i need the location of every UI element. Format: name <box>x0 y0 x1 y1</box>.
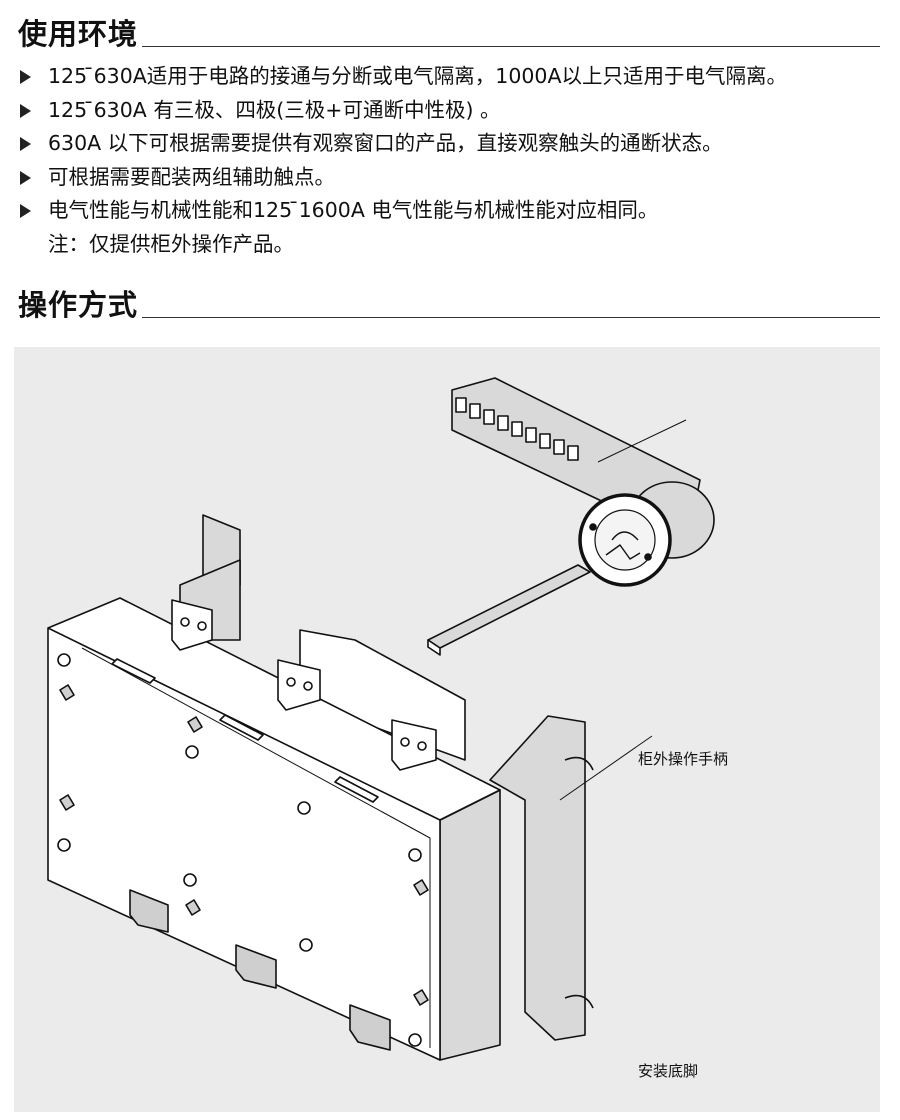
mounting-foot <box>489 715 586 1041</box>
triangle-bullet-icon <box>20 170 31 185</box>
front-holes <box>183 745 313 952</box>
corner-holes <box>57 653 422 1047</box>
triangle-bullet-icon <box>20 70 31 84</box>
bullet-item: 630A 以下可根据需要提供有观察窗口的产品，直接观察触头的通断状态。 <box>18 127 888 161</box>
triangle-bullet-icon <box>20 204 31 218</box>
base-leader-line <box>559 735 653 801</box>
base-callout-label: 安装底脚 <box>638 1062 699 1080</box>
screw-heads <box>59 684 429 1006</box>
bullet-item: 125 ̄630A 有三极、四极(三极+可通断中性极) 。 <box>18 94 888 128</box>
handle-grip-ribs <box>455 397 579 461</box>
bullet-text: 电气性能与机械性能和125 ̄1600A 电气性能与机械性能对应相同。 <box>48 198 659 222</box>
triangle-bullet-icon <box>20 137 31 151</box>
environment-bullet-list: 125 ̄630A适用于电路的接通与分断或电气隔离，1000A以上只适用于电气隔… <box>18 60 888 261</box>
section-divider <box>142 46 880 47</box>
switch-body-side <box>439 789 501 1061</box>
bullet-text: 630A 以下可根据需要提供有观察窗口的产品，直接观察触头的通断状态。 <box>48 131 723 155</box>
top-terminals <box>171 599 437 771</box>
section-divider <box>142 317 880 318</box>
handle-leader-line <box>597 419 687 463</box>
bullet-text: 125 ̄630A适用于电路的接通与分断或电气隔离，1000A以上只适用于电气隔… <box>48 64 787 88</box>
switch-assembly-illustration <box>47 377 715 1061</box>
bullet-text: 可根据需要配装两组辅助触点。 <box>48 164 335 189</box>
front-slots <box>111 658 379 803</box>
bullet-item: 125 ̄630A适用于电路的接通与分断或电气隔离，1000A以上只适用于电气隔… <box>18 60 888 94</box>
environment-note: 注：仅提供柜外操作产品。 <box>48 231 294 256</box>
triangle-bullet-icon <box>20 103 31 118</box>
bottom-terminals <box>129 889 391 1051</box>
switch-diagram-panel: 柜外操作手柄 安装底脚 <box>14 347 880 1112</box>
bullet-item: 电气性能与机械性能和125 ̄1600A 电气性能与机械性能对应相同。 <box>18 194 888 228</box>
bullet-text: 125 ̄630A 有三极、四极(三极+可通断中性极) 。 <box>48 97 501 122</box>
handle-callout-label: 柜外操作手柄 <box>638 750 729 768</box>
drive-shaft <box>427 564 591 649</box>
section-title-operation: 操作方式 <box>18 288 139 322</box>
section-header-environment: 使用环境 <box>18 20 880 49</box>
switch-body-front <box>47 597 501 1061</box>
section-header-operation: 操作方式 <box>18 291 880 320</box>
section-title-environment: 使用环境 <box>18 17 139 51</box>
bullet-item: 可根据需要配装两组辅助触点。 <box>18 161 888 195</box>
